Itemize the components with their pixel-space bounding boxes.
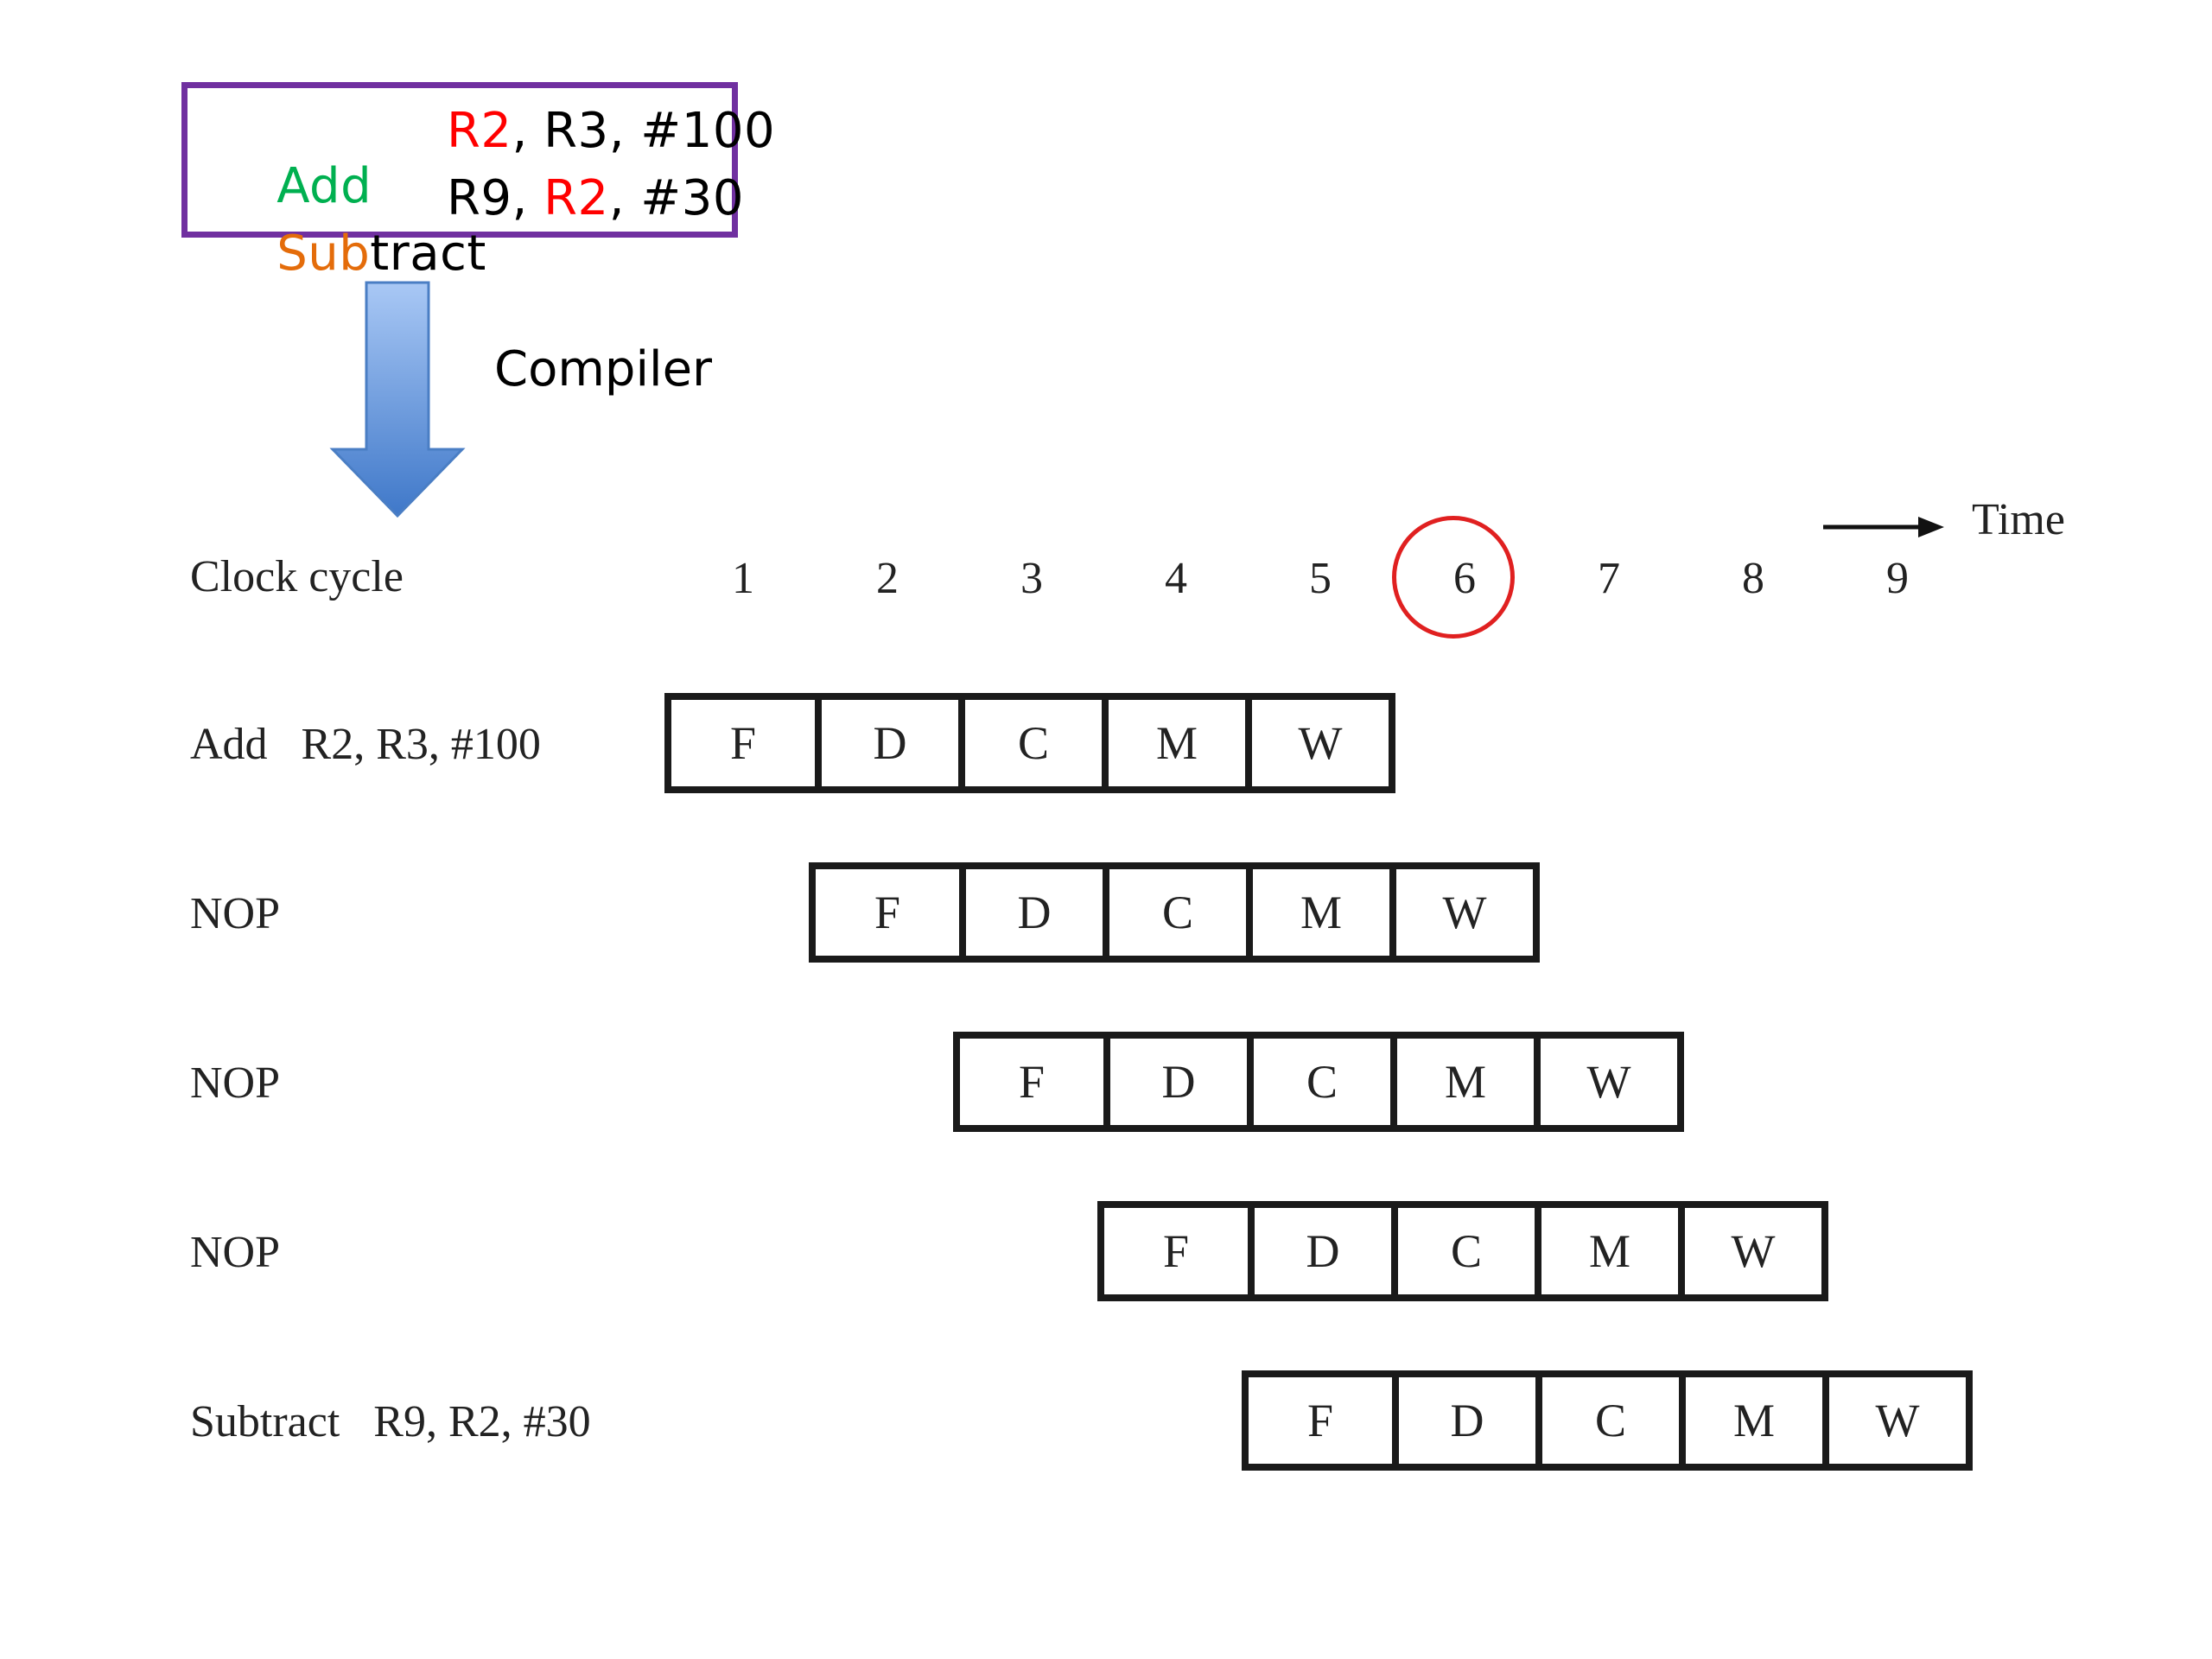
add-keyword: Add <box>276 158 372 214</box>
stage-cell-c: C <box>958 700 1102 786</box>
add-dest-register: R2 <box>447 103 512 159</box>
time-label: Time <box>1972 495 2065 544</box>
stage-cell-d: D <box>815 700 958 786</box>
stage-cell-c: C <box>1103 869 1246 956</box>
cycle-number-9: 9 <box>1886 554 1909 603</box>
stage-cell-w: W <box>1678 1208 1821 1294</box>
stage-cell-d: D <box>1392 1377 1535 1464</box>
subtract-dest-register: R9, <box>447 170 544 226</box>
stage-cell-m: M <box>1102 700 1245 786</box>
instruction-label: Add R2, R3, #100 <box>190 720 541 769</box>
down-arrow-icon <box>329 281 466 518</box>
compiler-label: Compiler <box>494 341 713 397</box>
subtract-immediate: , #30 <box>608 170 744 226</box>
highlighted-cycle-circle <box>1392 516 1515 639</box>
cycle-number-8: 8 <box>1742 554 1764 603</box>
stage-cell-c: C <box>1391 1208 1535 1294</box>
subtract-keyword-suffix: tract <box>370 226 486 282</box>
cycle-number-2: 2 <box>876 554 899 603</box>
stage-cell-d: D <box>1103 1039 1247 1125</box>
stage-cell-m: M <box>1390 1039 1534 1125</box>
stage-cell-m: M <box>1246 869 1389 956</box>
stage-cell-w: W <box>1822 1377 1966 1464</box>
stage-cell-m: M <box>1535 1208 1678 1294</box>
stage-cell-w: W <box>1534 1039 1677 1125</box>
instruction-label: NOP <box>190 1058 281 1108</box>
stage-cell-f: F <box>729 717 757 769</box>
add-source-operands: , R3, #100 <box>512 103 776 159</box>
stage-cell-c: C <box>1535 1377 1679 1464</box>
stage-cell-f: F <box>1306 1395 1334 1446</box>
instruction-label: Subtract R9, R2, #30 <box>190 1397 591 1446</box>
instruction-label: NOP <box>190 1228 281 1277</box>
cycle-number-5: 5 <box>1309 554 1332 603</box>
stage-cell-m: M <box>1679 1377 1822 1464</box>
time-arrow-icon <box>1823 517 1944 537</box>
stage-cell-d: D <box>959 869 1103 956</box>
cycle-number-4: 4 <box>1165 554 1187 603</box>
subtract-source-register: R2 <box>543 170 609 226</box>
stage-cell-w: W <box>1245 700 1389 786</box>
cycle-number-3: 3 <box>1020 554 1043 603</box>
cycle-number-1: 1 <box>732 554 754 603</box>
stage-cell-d: D <box>1248 1208 1391 1294</box>
cycle-number-7: 7 <box>1598 554 1620 603</box>
stage-cell-f: F <box>1162 1225 1190 1277</box>
subtract-keyword-prefix: Sub <box>276 226 371 282</box>
stage-cell-f: F <box>1018 1056 1046 1108</box>
stage-cell-f: F <box>874 887 901 938</box>
stage-cell-w: W <box>1389 869 1533 956</box>
instruction-label: NOP <box>190 889 281 938</box>
stage-cell-c: C <box>1247 1039 1390 1125</box>
clock-cycle-label: Clock cycle <box>190 552 404 601</box>
